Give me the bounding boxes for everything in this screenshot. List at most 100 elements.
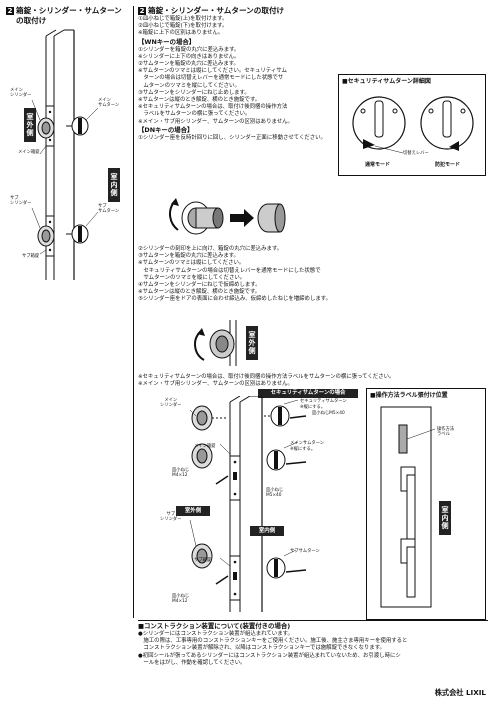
assembly-security-thumbturn-icon xyxy=(270,405,290,427)
asm-screw-m4-bottom: 皿小ねじ M4×12 xyxy=(172,594,190,605)
dn-line: サムターンのツマミを縦にしてください。 xyxy=(138,274,246,281)
company-name: 株式会社 LIXIL xyxy=(434,688,486,697)
asm-sub-cylinder-label: サブ シリンダー xyxy=(160,512,182,523)
left-sub-lock-label: サブ箱錠 xyxy=(22,254,40,259)
normal-mode-icon xyxy=(352,96,406,150)
wn-line: ラベルをサムターンの横に張ってください。 xyxy=(138,111,251,118)
main-cylinder-icon xyxy=(37,117,55,139)
left-title-line2: の取付け xyxy=(16,16,47,25)
dn-heading: 【DNキーの場合】 xyxy=(138,125,194,134)
asm-sub-tt-label: サブサムターン xyxy=(290,549,320,554)
construction-line: コンストラクション装置が解除され、以降はコンストラクションキーでは施解錠できなく… xyxy=(138,645,385,652)
wn-line: ①シリンダーを箱錠の丸穴に差込みます。 xyxy=(138,46,240,53)
construction-section: ■コンストラクション装置について(装置付きの場合) ●シリンダーにはコンストラク… xyxy=(138,622,488,667)
security-thumbturn-diagram xyxy=(352,96,474,154)
right-step-badge: 2 xyxy=(138,7,146,15)
construction-line: ールをはがし、作動を確認してください。 xyxy=(138,659,246,666)
left-indoor-badge: 室内側 xyxy=(108,168,120,202)
construction-line: ●初回シールが張ってあるシリンダーにはコンストラクション装置が組込まれていないた… xyxy=(138,652,401,659)
screw-icon xyxy=(215,415,307,585)
step-badge: 2 xyxy=(6,7,14,15)
wn-line: ムターンのツマミを縦にしてください。 xyxy=(138,82,240,89)
left-main-cylinder-label: メイン シリンダー xyxy=(10,88,32,99)
assembly-diagram xyxy=(189,396,307,612)
wn-line: ②サムターンを箱錠の丸穴に差込みます。 xyxy=(138,61,239,68)
asm-main-tt-note: ※縦にする。 xyxy=(290,447,316,452)
note-line: ※メイン・サブ用シリンダー、サムターンの区別はありません。 xyxy=(138,381,293,388)
construction-line: ●シリンダーにはコンストラクション装置が組込まれています。 xyxy=(138,631,293,637)
label-name: 操作方法 ラベル xyxy=(437,427,455,438)
crime-mode-label: 防犯モード xyxy=(435,162,461,168)
asm-security-tt-label: セキュリティサムターン xyxy=(300,399,347,404)
wn-line: ③サムターンをシリンダーにねじ止めします。 xyxy=(138,89,250,96)
normal-mode-label: 通常モード xyxy=(365,162,391,168)
wn-heading: 【WNキーの場合】 xyxy=(138,37,196,46)
wn-line: ※サムターンのツマミは縦にしてください。セキュリティサム xyxy=(138,68,287,75)
dn-line: ④サムターンをシリンダーにねじで仮締めします。 xyxy=(138,282,261,289)
column-divider xyxy=(133,6,134,618)
lever-label: 切替えレバー xyxy=(403,151,429,156)
dn-tighten-illustration xyxy=(194,320,237,366)
construction-divider xyxy=(138,620,488,621)
note-line: ※セキュリティサムターンの場合は、取付け後同梱の操作方法ラベルをサムターンの横に… xyxy=(138,374,395,380)
intro-line-3: ※箱錠に上下の区別はありません。 xyxy=(138,30,224,37)
left-door-illustration xyxy=(31,29,99,280)
dn-line: ②シリンダーの刻印を上に向け、箱錠の丸穴に差込みます。 xyxy=(138,246,283,252)
assembly-sub-thumbturn-icon xyxy=(266,557,286,579)
dn-line: ※サムターンは縦のとき解錠、横のとき施錠です。 xyxy=(138,289,261,296)
security-detail-title: ■セキュリティサムターン詳細図 xyxy=(342,78,431,85)
dn-line: ③サムターンを箱錠の丸穴に差込みます。 xyxy=(138,253,239,260)
wn-lines: ①シリンダーを箱錠の丸穴に差込みます。 ※シリンダーに上下の向きはありません。 … xyxy=(138,47,488,126)
right-notes: ※セキュリティサムターンの場合は、取付け後同梱の操作方法ラベルをサムターンの横に… xyxy=(138,374,488,388)
wn-line: ※シリンダーに上下の向きはありません。 xyxy=(138,53,240,60)
assembly-main-cylinder-2-icon xyxy=(191,443,213,469)
asm-sub-lock-label: サブ箱錠 xyxy=(194,558,212,563)
left-sub-cylinder-label: サブ シリンダー xyxy=(10,196,32,207)
asm-outdoor-badge: 室外側 xyxy=(176,506,210,516)
sub-cylinder-icon xyxy=(37,225,55,247)
label-indoor-badge: 室内側 xyxy=(439,501,451,535)
security-detail-box: ■セキュリティサムターン詳細図 切替えレバー 通常モード 防犯モード xyxy=(338,74,486,176)
assembly-sub-cylinder-icon xyxy=(191,543,213,569)
dn-line: セキュリティサムターンの場合は切替えレバーを通常モードにした状態で xyxy=(138,267,321,274)
asm-screw-m5-top: 皿小ねじM5×40 xyxy=(312,411,345,416)
assembly-main-thumbturn-icon xyxy=(266,449,286,471)
left-main-lock-label: メイン箱錠 xyxy=(18,150,40,155)
crime-mode-icon xyxy=(420,96,474,151)
left-sub-thumbturn-label: サブ サムターン xyxy=(98,204,120,215)
label-door-diagram xyxy=(380,406,436,608)
wn-line: ※メイン・サブ用シリンダー、サムターンの区別はありません。 xyxy=(138,118,293,125)
dn-outdoor-badge: 室外側 xyxy=(246,326,258,360)
main-thumbturn-icon xyxy=(71,116,89,136)
asm-indoor-badge: 室内側 xyxy=(250,526,284,536)
sub-thumbturn-icon xyxy=(71,224,89,244)
label-position-title: ■操作方法ラベル張付け位置 xyxy=(370,392,448,399)
dn-line: ※サムターンのツマミは縦にしてください。 xyxy=(138,260,245,267)
left-outdoor-badge: 室外側 xyxy=(24,108,36,142)
security-case-banner: セキュリティサムターンの場合 xyxy=(258,389,358,398)
label-position-box: ■操作方法ラベル張付け位置 操作方法 ラベル 室内側 xyxy=(366,388,486,620)
dn-lines: ②シリンダーの刻印を上に向け、箱錠の丸穴に差込みます。 ③サムターンを箱錠の丸穴… xyxy=(138,246,488,304)
dn-line-1: ①シリンダー座を反時計回りに回し、シリンダー正面に移動させてください。 xyxy=(138,134,326,141)
asm-security-tt-note: ※縦にする。 xyxy=(300,405,326,410)
construction-title: ■コンストラクション装置について(装置付きの場合) xyxy=(138,622,291,630)
wn-line: ※サムターンは縦のとき解錠、横のとき施錠です。 xyxy=(138,97,261,104)
dn-line: ⑤シリンダー座をドアの表面に合わせ締込み、仮締めしたねじを増締めします。 xyxy=(138,296,331,303)
dn-rotate-illustration xyxy=(169,198,286,235)
intro-line-2: ②皿小ねじで箱錠(下)を取付けます。 xyxy=(138,23,228,30)
left-main-thumbturn-label: メイン サムターン xyxy=(98,98,120,109)
asm-main-cylinder-label: メイン シリンダー xyxy=(160,398,182,409)
wn-line: ※セキュリティサムターンの場合は、取付け後同梱の操作方法 xyxy=(138,104,288,111)
asm-main-lock-label: メイン箱錠 xyxy=(194,444,216,449)
asm-screw-m4-top: 皿小ねじ M4×12 xyxy=(172,468,190,479)
assembly-main-cylinder-icon xyxy=(191,405,213,431)
intro-line-1: ①皿小ねじで箱錠(上)を取付けます。 xyxy=(138,16,228,22)
asm-main-tt-label: メインサムターン xyxy=(290,441,325,446)
wn-line: ターンの場合は切替えレバーを通常モードにした状態でサ xyxy=(138,75,284,82)
construction-line: 施工の際は、工事専用のコンストラクションキーをご使用ください。施工後、施主さま専… xyxy=(138,638,408,645)
asm-screw-m5-mid: 皿小ねじ M5×40 xyxy=(266,488,284,499)
